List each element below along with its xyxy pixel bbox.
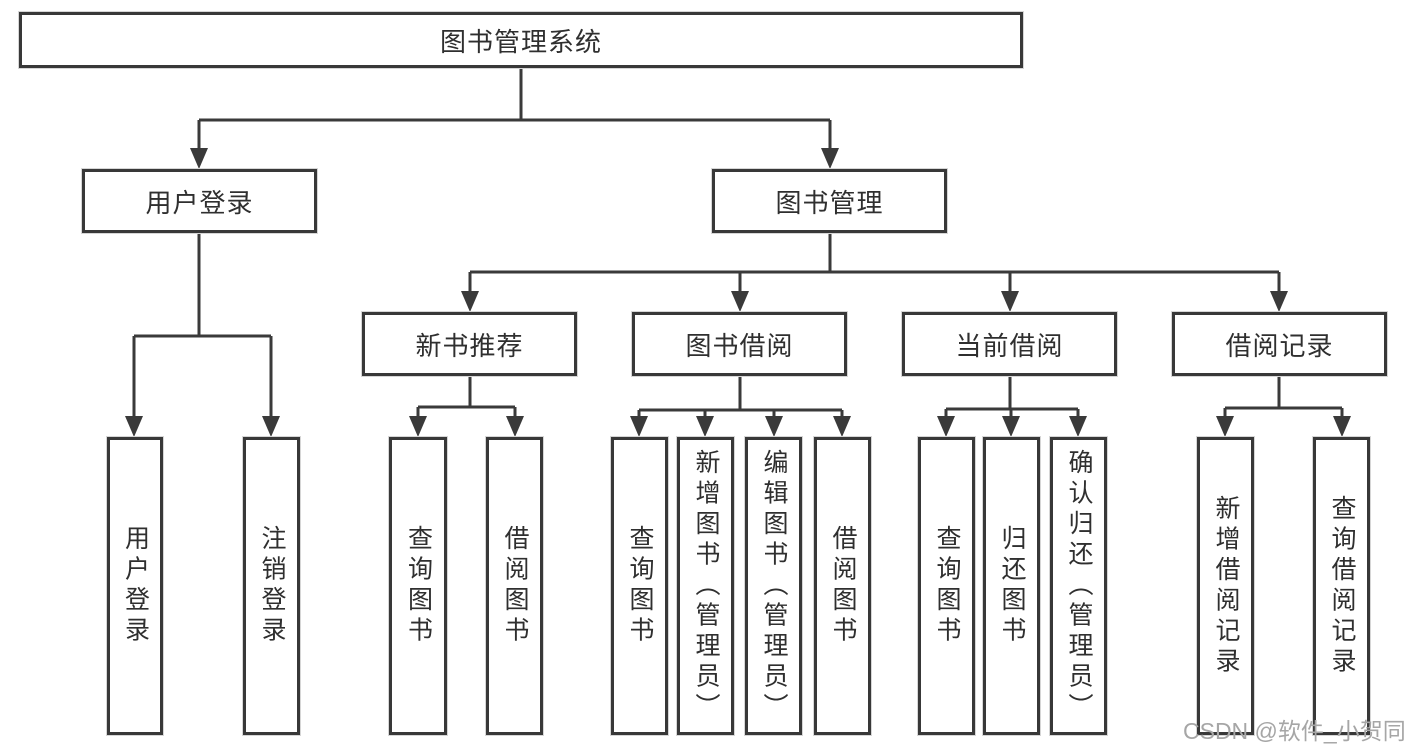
node-label: 用户登录: [145, 187, 254, 218]
node-label: 查询图书: [933, 525, 961, 647]
node-leaf-borrow-books-2: 借阅图书: [814, 437, 871, 735]
arrowheads: [125, 148, 1351, 437]
node-label: 借阅图书: [501, 525, 529, 647]
node-label: 用户登录: [121, 525, 150, 647]
node-book-borrowing: 图书借阅: [632, 312, 847, 376]
node-leaf-return-books: 归还图书: [983, 437, 1040, 735]
node-leaf-query-books-3: 查询图书: [918, 437, 975, 735]
node-leaf-confirm-return-admin: 确认归还（管理员）: [1050, 437, 1107, 735]
csdn-watermark: CSDN @软件_小贺同学: [1183, 718, 1405, 744]
node-root-system: 图书管理系统: [19, 12, 1023, 68]
node-label: 新增借阅记录: [1212, 494, 1240, 678]
node-leaf-query-books-1: 查询图书: [389, 437, 447, 735]
node-current-borrowing: 当前借阅: [902, 312, 1117, 376]
node-label: 归还图书: [998, 525, 1026, 647]
node-label: 图书管理: [775, 187, 884, 218]
node-new-book-recommend: 新书推荐: [362, 312, 577, 376]
node-leaf-logout: 注销登录: [243, 437, 300, 735]
node-label: 查询借阅记录: [1328, 494, 1356, 678]
node-label: 图书借阅: [685, 330, 794, 361]
node-leaf-edit-books-admin: 编辑图书（管理员）: [745, 437, 802, 735]
node-label: 借阅图书: [829, 525, 857, 647]
node-label: 新增图书（管理员）: [692, 448, 720, 724]
node-leaf-borrow-books-1: 借阅图书: [486, 437, 543, 735]
node-label: 借阅记录: [1225, 330, 1334, 361]
node-leaf-query-borrow-record: 查询借阅记录: [1313, 437, 1370, 735]
node-book-management: 图书管理: [712, 169, 947, 233]
node-label: 查询图书: [626, 525, 654, 647]
node-label: 确认归还（管理员）: [1065, 448, 1093, 724]
node-user-login-module: 用户登录: [82, 169, 317, 233]
node-leaf-add-borrow-record: 新增借阅记录: [1197, 437, 1254, 735]
node-label: 编辑图书（管理员）: [760, 448, 788, 724]
node-label: 图书管理系统: [439, 26, 602, 57]
node-label: 查询图书: [404, 525, 433, 647]
node-leaf-user-login: 用户登录: [107, 437, 163, 735]
node-label: 当前借阅: [955, 330, 1064, 361]
node-label: 新书推荐: [415, 330, 524, 361]
node-borrow-records: 借阅记录: [1172, 312, 1387, 376]
node-label: 注销登录: [258, 525, 286, 647]
node-leaf-add-books-admin: 新增图书（管理员）: [677, 437, 734, 735]
node-leaf-query-books-2: 查询图书: [611, 437, 668, 735]
